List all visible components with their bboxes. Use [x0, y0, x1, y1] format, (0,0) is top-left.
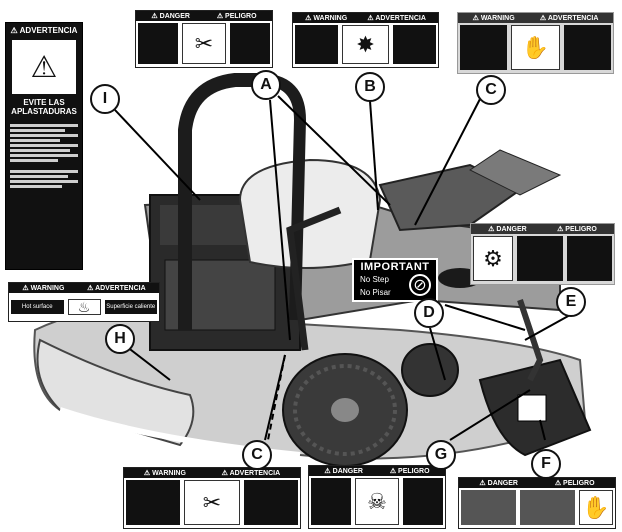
danger-decal-bottom-2: ⚠ DANGER ⚠ PELIGRO ☠	[308, 465, 446, 529]
superficie-caliente-text: Superficie caliente	[104, 299, 157, 314]
deck-side-skirt	[36, 338, 195, 447]
decal-text-block	[564, 25, 611, 70]
decal-peligro-label: ⚠ PELIGRO	[216, 13, 257, 20]
tall-decal-header: ⚠ ADVERTENCIA	[10, 26, 78, 35]
crush-hazard-icon: ⚠	[12, 40, 76, 94]
person-hazard-icon: ✋	[578, 490, 613, 525]
decal-text-block	[138, 23, 179, 64]
decal-text-block	[244, 480, 298, 525]
decal-advertencia-label: ⚠ ADVERTENCIA	[221, 470, 281, 477]
hand-hazard-icon: ✋	[510, 25, 561, 70]
rear-tire-tread	[293, 364, 397, 456]
rops-bar	[178, 73, 270, 330]
decal-warning-label: ⚠ WARNING	[305, 15, 348, 22]
danger-decal-bottom-3: ⚠ DANGER ⚠ PELIGRO ✋	[458, 477, 616, 529]
important-title: IMPORTANT	[360, 261, 430, 273]
warning-decal-left-mid: ⚠ WARNING ⚠ ADVERTENCIA Hot surface ♨ Sup…	[8, 282, 160, 322]
decal-text-block	[460, 25, 507, 70]
hazard-pictogram-icon: ✂	[182, 23, 226, 64]
decal-text-block	[402, 478, 444, 525]
thrown-person-icon: ☠	[355, 478, 399, 525]
control-console	[378, 163, 522, 232]
callout-g: G	[426, 440, 456, 470]
decal-danger-label: ⚠ DANGER	[151, 13, 190, 20]
text-line	[10, 159, 58, 162]
callout-e: E	[556, 287, 586, 317]
tall-decal-title: EVITE LAS APLASTADURAS	[11, 98, 77, 116]
callout-c-top: C	[476, 75, 506, 105]
text-line	[10, 129, 65, 132]
text-line	[10, 175, 68, 178]
warning-decal-bottom-1: ⚠ WARNING ⚠ ADVERTENCIA ✂	[123, 467, 301, 529]
no-step-text: No Step	[360, 275, 389, 284]
front-tire	[401, 343, 459, 397]
footrest	[469, 149, 562, 196]
danger-decal-top-left: ⚠ DANGER ⚠ PELIGRO ✂	[135, 10, 273, 68]
warning-decal-top-mid: ⚠ WARNING ⚠ ADVERTENCIA ✸	[292, 12, 439, 68]
callout-a: A	[251, 70, 281, 100]
decal-text-block	[517, 236, 563, 281]
hot-surface-text: Hot surface	[11, 299, 64, 314]
caster-arm	[517, 299, 544, 382]
decal-peligro-label: ⚠ PELIGRO	[389, 468, 430, 475]
chute-decal	[517, 394, 547, 422]
text-line	[10, 124, 78, 127]
decal-text-block	[229, 23, 271, 64]
decal-text-block	[566, 236, 612, 281]
important-no-step-decal: IMPORTANT No Step No Pisar ⊘	[352, 258, 438, 302]
decal-advertencia-label: ⚠ ADVERTENCIA	[87, 285, 146, 292]
decal-text-block	[295, 25, 339, 64]
callout-b: B	[355, 72, 385, 102]
decal-text-block	[461, 490, 516, 525]
decal-text-block	[311, 478, 352, 525]
callout-c-bottom: C	[242, 440, 272, 470]
decal-danger-label: ⚠ DANGER	[324, 468, 363, 475]
text-line	[10, 170, 78, 173]
decal-warning-label: ⚠ WARNING	[472, 15, 515, 22]
thrown-objects-icon: ✸	[342, 25, 389, 64]
warning-decal-top-right: ⚠ WARNING ⚠ ADVERTENCIA ✋	[457, 12, 614, 74]
callout-h: H	[105, 324, 135, 354]
no-step-icon: ⊘	[409, 274, 431, 296]
decal-danger-label: ⚠ DANGER	[488, 226, 527, 233]
steering-lever	[286, 206, 342, 351]
callout-d: D	[414, 298, 444, 328]
hazard-pictogram-icon: ⚙	[473, 236, 514, 281]
hot-surface-icon: ♨	[67, 298, 101, 315]
decal-text-block	[126, 480, 180, 525]
decal-peligro-label: ⚠ PELIGRO	[557, 226, 597, 233]
callout-f: F	[531, 449, 561, 479]
no-pisar-text: No Pisar	[360, 288, 391, 297]
decal-warning-label: ⚠ WARNING	[22, 285, 65, 292]
rear-tire-hub	[331, 398, 359, 422]
text-line	[10, 149, 70, 152]
text-line	[10, 134, 78, 137]
danger-decal-right-mid: ⚠ DANGER ⚠ PELIGRO ⚙	[470, 223, 615, 285]
text-line	[10, 144, 78, 147]
decal-danger-label: ⚠ DANGER	[479, 480, 518, 487]
leader-lines	[114, 95, 571, 441]
text-line	[10, 154, 78, 157]
text-line	[10, 180, 78, 183]
blade-hazard-icon: ✂	[183, 480, 241, 525]
decal-text-block	[392, 25, 437, 64]
decal-advertencia-label: ⚠ ADVERTENCIA	[367, 15, 426, 22]
text-line	[10, 139, 60, 142]
decal-advertencia-label: ⚠ ADVERTENCIA	[539, 15, 599, 22]
decal-warning-label: ⚠ WARNING	[143, 470, 186, 477]
decal-peligro-label: ⚠ PELIGRO	[554, 480, 595, 487]
tall-warning-decal: ⚠ ADVERTENCIA ⚠ EVITE LAS APLASTADURAS	[5, 22, 83, 270]
text-line	[10, 185, 62, 188]
callout-i: I	[90, 84, 120, 114]
decal-text-block	[519, 490, 575, 525]
